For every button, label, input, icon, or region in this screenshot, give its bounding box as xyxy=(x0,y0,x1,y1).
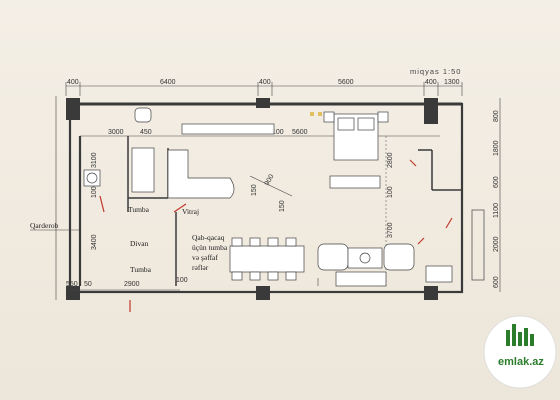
dim-row2-1: 3000 xyxy=(108,129,124,136)
dim-top-1: 400 xyxy=(67,79,79,86)
dim-bottom-3: 2900 xyxy=(124,281,140,288)
wall-column xyxy=(256,286,270,300)
dim-row2-4: 100 xyxy=(272,129,284,136)
dim-top-5: 400 xyxy=(425,79,437,86)
dim-right-4: 1100 xyxy=(493,203,500,218)
label-vitraj: Vitraj xyxy=(182,207,199,216)
dim-left-3: 3400 xyxy=(91,234,98,250)
dim-top-2: 6400 xyxy=(160,79,176,86)
wall-column xyxy=(256,98,270,108)
wall-column xyxy=(66,98,80,120)
dim-bottom-2: 50 xyxy=(84,281,92,288)
sofa xyxy=(335,271,387,287)
note-line-2: üçün tumba xyxy=(192,243,228,252)
dim-corridor-1: 900 xyxy=(264,173,276,187)
logo-text: emlak.az xyxy=(498,356,544,368)
note-line-3: və şəffaf xyxy=(192,253,218,262)
shower xyxy=(131,147,155,193)
wall-column xyxy=(424,286,438,300)
label-qarderob: Qarderob xyxy=(30,221,59,230)
dim-top-6: 1300 xyxy=(444,79,460,86)
dim-right-5: 2000 xyxy=(493,236,500,252)
dim-right-1: 800 xyxy=(493,110,500,122)
dim-row2-5: 5600 xyxy=(292,129,308,136)
dim-right-3: 600 xyxy=(493,176,500,188)
dim-corridor-3: 150 xyxy=(279,200,286,212)
tv-desk xyxy=(425,265,453,283)
label-tumba-1: Tumba xyxy=(128,205,150,214)
note-line-1: Qab-qacaq xyxy=(192,233,225,242)
label-tumba-2: Tumba xyxy=(130,265,152,274)
dim-right-2: 1800 xyxy=(493,140,500,156)
wall-column xyxy=(424,98,438,124)
tv-cabinet xyxy=(329,175,381,189)
emlak-logo: emlak.az xyxy=(483,315,557,389)
dining-table xyxy=(229,245,305,273)
kitchen-upper-cabinet xyxy=(181,123,275,135)
dim-row2-2: 450 xyxy=(140,129,152,136)
dim-top-3: 400 xyxy=(259,79,271,86)
dim-mid-3: 3700 xyxy=(387,222,394,238)
toilet xyxy=(134,107,152,123)
dim-right-6: 600 xyxy=(493,276,500,288)
kitchen-counter xyxy=(167,149,235,199)
dim-mid-1: 2800 xyxy=(387,152,394,168)
balcony-window xyxy=(471,209,485,281)
wall-column xyxy=(66,286,80,300)
armchair xyxy=(383,243,415,271)
dim-corridor-2: 150 xyxy=(251,184,258,196)
dim-mid-2: 100 xyxy=(387,186,394,198)
dim-left-2: 100 xyxy=(91,186,98,198)
note-line-4: rəflər xyxy=(192,263,209,272)
dim-top-4: 5600 xyxy=(338,79,354,86)
dim-bottom-1: 550 xyxy=(66,281,78,288)
label-divan: Divan xyxy=(130,239,149,248)
dim-bottom-4: 100 xyxy=(176,277,188,284)
armchair xyxy=(317,243,349,271)
dim-left-1: 3100 xyxy=(91,152,98,168)
scale-label: miqyas 1:50 xyxy=(410,67,461,76)
